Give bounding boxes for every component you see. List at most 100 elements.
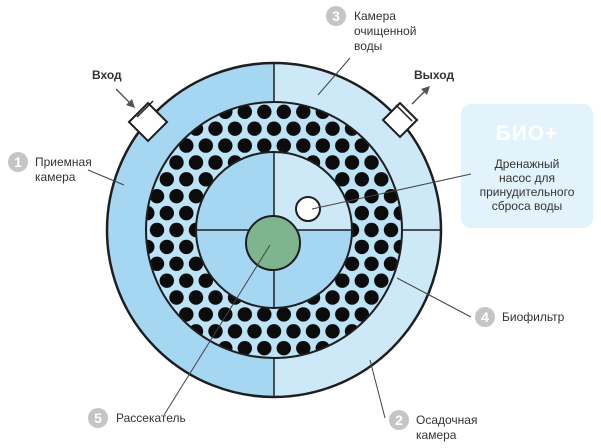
biofilter-media-dot (188, 155, 204, 170)
disperser (245, 215, 301, 271)
callout-line: воды (354, 39, 382, 53)
biofilter-media-dot (237, 104, 252, 120)
callout-line: камера (35, 170, 76, 184)
biofilter-media-dot (208, 121, 223, 136)
callout-number: 2 (395, 412, 403, 428)
biofilter-media-dot (364, 222, 379, 238)
biofilter-media-dot (325, 290, 340, 305)
callout-number: 4 (481, 309, 489, 325)
biofilter-media-dot (208, 155, 223, 170)
biofilter-media-dot (296, 341, 311, 356)
biofilter-media-dot (159, 172, 174, 187)
biofilter-media-dot (179, 138, 194, 153)
number-badge (389, 410, 409, 430)
pump-label-line: Дренажный (495, 157, 560, 171)
callout-line: Биофильтр (502, 310, 565, 324)
biofilter-media-dot (276, 138, 291, 153)
pump-label-line: сброса воды (492, 199, 563, 213)
biofilter-media-dot (286, 324, 301, 339)
biofilter-media-dot (383, 256, 399, 271)
callout-line: Приемная (35, 155, 92, 169)
callout-1: 1 Приемная камера (8, 152, 92, 184)
biofilter-media-dot (179, 172, 194, 187)
number-badge (326, 6, 346, 26)
callout-3: 3 Камера очищенной воды (326, 6, 416, 53)
biofilter-media-dot (247, 121, 262, 136)
biofilter-media-dot (354, 172, 369, 187)
biofilter-media-dot (374, 205, 389, 221)
biofilter-media-dot (354, 239, 369, 255)
biofilter-media-dot (276, 307, 291, 322)
pump-label-line: принудительного (480, 185, 575, 199)
biofilter-media-dot (208, 324, 223, 339)
biofilter-media-dot (325, 121, 340, 136)
arrow-down-right-icon (115, 88, 135, 108)
biofilter-media-dot (335, 138, 350, 153)
biofilter-media-dot (149, 189, 165, 204)
biofilter-media-dot (354, 273, 369, 288)
biofilter-media-dot (286, 121, 301, 136)
biofilter-media-dot (237, 341, 252, 356)
biofilter-media-dot (198, 273, 213, 288)
callout-line: Камера (354, 9, 396, 23)
brand-badge: БИО+ (461, 104, 593, 228)
biofilter-media-dot (179, 307, 194, 322)
biofilter-media-dot (149, 256, 165, 271)
callout-line: очищенной (354, 24, 416, 38)
biofilter-media-dot (315, 138, 330, 153)
leader-lines (87, 57, 472, 419)
number-badge (8, 152, 28, 172)
biofilter-media-dot (344, 256, 360, 271)
callout-line: Осадочная (416, 413, 477, 427)
biofilter-media-dot (354, 205, 369, 221)
biofilter-media-dot (257, 307, 272, 322)
biofilter-media-dot (325, 324, 340, 339)
callout-line: камера (416, 428, 457, 442)
biofilter-media-dot (198, 172, 213, 187)
inlet-label: Вход (92, 68, 122, 82)
biofilter-media-dot (335, 273, 350, 288)
biofilter-media-dot (227, 121, 243, 136)
biofilter-media-dot (188, 290, 204, 305)
callout-2: 2 Осадочная камера (389, 410, 477, 442)
biofilter-media-dot (266, 121, 282, 136)
biofilter-media-dot (169, 189, 184, 204)
biofilter-media-dot (354, 307, 369, 322)
tank-outer-wall (105, 61, 443, 399)
inlet-pipe (127, 100, 169, 143)
biofilter-media-dot (276, 104, 291, 120)
biofilter-media-dot (335, 172, 350, 187)
callout-5: 5 Рассекатель (88, 408, 186, 428)
biofilter-media-dot (364, 290, 379, 305)
biofilter-media-dot (257, 104, 272, 120)
outlet-pipe (381, 101, 419, 139)
biofilter-media-dot (364, 256, 379, 271)
biofilter-media-dot (179, 205, 194, 221)
callout-number: 1 (14, 154, 22, 170)
biofilter-media-dot (169, 256, 184, 271)
biofilter-media-dot (188, 256, 204, 271)
biofilter-media-dot (227, 324, 243, 339)
biofilter-media-dot (335, 307, 350, 322)
biofilter-media-dot (159, 273, 174, 288)
biofilter-media-dot (179, 239, 194, 255)
arrow-up-right-icon (411, 86, 430, 105)
biofilter-media-dot (305, 324, 321, 339)
biofilter-media-dot (169, 155, 184, 170)
callout-number: 3 (332, 8, 340, 24)
biofilter-media-dot (257, 341, 272, 356)
callout-number: 5 (94, 410, 102, 426)
biofilter-media-dot (374, 273, 389, 288)
biofilter-media-dot (208, 290, 223, 305)
inner-chamber-left (196, 152, 274, 230)
biofilter-media-dot (383, 222, 399, 238)
number-badge (88, 408, 108, 428)
number-badge (475, 307, 495, 327)
biofilter-media-dot (296, 104, 311, 120)
biofilter-media-dot (276, 341, 291, 356)
biofilter-media-dot (257, 138, 272, 153)
biofilter-media-dot (149, 222, 165, 238)
biofilter-media-dot (169, 222, 184, 238)
biofilter-media-dot (354, 138, 369, 153)
